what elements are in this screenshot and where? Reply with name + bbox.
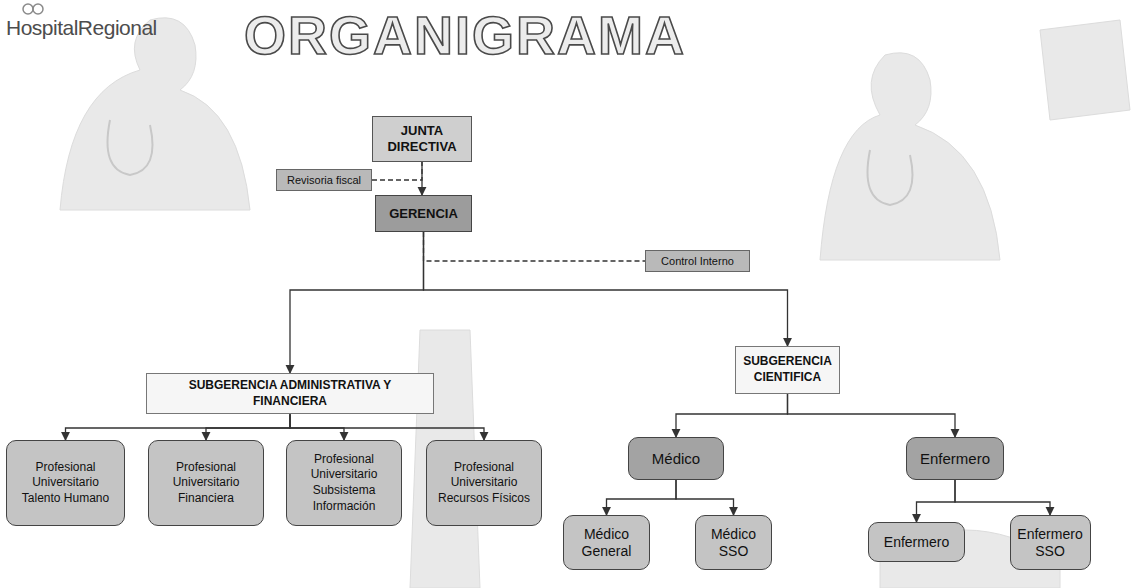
- dashed-connector: [372, 162, 422, 180]
- box-label: GERENCIA: [389, 206, 458, 221]
- hierarchy-connector: [676, 394, 788, 437]
- hierarchy-connector: [955, 480, 1050, 515]
- role-box: Profesional Universitario Financiera: [148, 440, 264, 526]
- hierarchy-connector: [290, 414, 484, 440]
- role-box: Médico SSO: [695, 515, 772, 570]
- role-box: Profesional Universitario Talento Humano: [6, 440, 125, 526]
- dashed-connector: [424, 232, 646, 261]
- box-label: SUBGERENCIA ADMINISTRATIVA Y FINANCIERA: [151, 378, 429, 409]
- board-box: JUNTA DIRECTIVA: [372, 116, 472, 162]
- role-box: Enfermero: [906, 437, 1004, 480]
- role-box: Médico General: [563, 515, 650, 570]
- advisory-box: Revisoria fiscal: [276, 169, 372, 191]
- box-label: Médico General: [569, 526, 644, 560]
- management-box: GERENCIA: [375, 195, 472, 232]
- department-box: SUBGERENCIA ADMINISTRATIVA Y FINANCIERA: [146, 373, 434, 414]
- box-label: Profesional Universitario Financiera: [154, 460, 258, 507]
- chart-title: ORGANIGRAMA: [225, 4, 705, 66]
- role-box: Profesional Universitario Subsistema Inf…: [286, 440, 402, 526]
- box-label: SUBGERENCIA CIENTIFICA: [740, 354, 835, 385]
- role-box: Enfermero: [868, 522, 965, 562]
- hierarchy-connector: [607, 480, 677, 515]
- box-label: Profesional Universitario Talento Humano: [12, 460, 119, 507]
- hierarchy-connector: [290, 414, 344, 440]
- department-box: SUBGERENCIA CIENTIFICA: [735, 346, 840, 394]
- logo-mark: [33, 4, 43, 14]
- hierarchy-connector: [788, 394, 956, 437]
- clipboard-shape: [1040, 20, 1130, 120]
- hierarchy-connector: [424, 232, 788, 346]
- box-label: Control Interno: [661, 255, 734, 267]
- hierarchy-connector: [676, 480, 734, 515]
- doctor-silhouette: [60, 18, 250, 210]
- box-label: Profesional Universitario Recursos Físic…: [432, 460, 536, 507]
- box-label: Médico: [652, 450, 700, 467]
- hierarchy-connector: [917, 480, 956, 522]
- logo-text: HospitalRegional: [6, 16, 157, 40]
- doctor-silhouette: [820, 53, 1000, 260]
- hierarchy-connector: [206, 414, 290, 440]
- advisory-box: Control Interno: [645, 250, 750, 272]
- role-box: Médico: [628, 437, 724, 480]
- box-label: JUNTA DIRECTIVA: [377, 123, 467, 156]
- box-label: Enfermero: [920, 450, 990, 467]
- box-label: Enfermero SSO: [1016, 526, 1085, 560]
- box-label: Enfermero: [884, 534, 949, 551]
- stethoscope-line: [108, 120, 153, 175]
- logo-mark: [23, 4, 33, 14]
- role-box: Enfermero SSO: [1010, 515, 1091, 570]
- box-label: Profesional Universitario Subsistema Inf…: [292, 452, 396, 514]
- hierarchy-connector: [66, 414, 291, 440]
- box-label: Médico SSO: [701, 526, 766, 560]
- role-box: Profesional Universitario Recursos Físic…: [426, 440, 542, 526]
- box-label: Revisoria fiscal: [287, 174, 361, 186]
- hierarchy-connector: [290, 232, 424, 373]
- stethoscope-line: [868, 150, 913, 205]
